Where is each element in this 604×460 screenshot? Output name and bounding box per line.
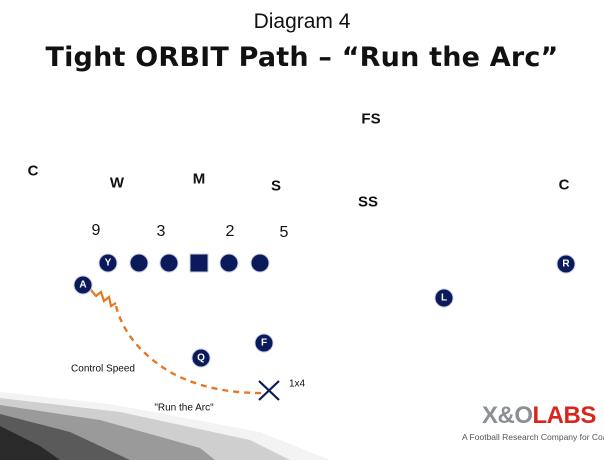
strong-safety-label: SS xyxy=(357,193,379,211)
mike-linebacker-label: M xyxy=(192,170,206,188)
run-the-arc-note: "Run the Arc" xyxy=(154,402,214,414)
player-a: A xyxy=(73,275,93,295)
player-q-letter: Q xyxy=(197,352,205,364)
diagram-subtitle: Tight ORBIT Path – “Run the Arc” xyxy=(45,42,559,73)
player-r-letter: R xyxy=(562,258,570,270)
logo-tagline: A Football Research Company for Coaches xyxy=(462,432,604,442)
lineman-circle xyxy=(219,253,239,273)
player-f-letter: F xyxy=(260,337,268,349)
player-y-letter: Y xyxy=(104,257,112,269)
diagram-title: Diagram 4 xyxy=(253,10,351,33)
technique-9-label: 9 xyxy=(91,222,101,239)
will-linebacker-label: W xyxy=(109,174,125,192)
block-x-mark xyxy=(258,380,280,401)
block-mark-label: 1x4 xyxy=(288,378,306,390)
left-corner-label: C xyxy=(27,162,39,180)
logo-wordmark-right: LABS xyxy=(532,402,597,429)
control-speed-route xyxy=(89,288,117,308)
run-the-arc-route xyxy=(114,305,267,395)
player-l: L xyxy=(434,288,454,308)
player-l-letter: L xyxy=(440,292,448,304)
logo-wordmark: X&OLABS xyxy=(482,402,596,430)
lineman-circle xyxy=(250,253,270,273)
player-q: Q xyxy=(191,348,211,368)
player-f: F xyxy=(254,333,274,353)
player-r: R xyxy=(556,254,576,274)
right-corner-label: C xyxy=(558,176,570,194)
control-speed-note: Control Speed xyxy=(71,363,135,375)
player-y: Y xyxy=(98,253,118,273)
technique-5-label: 5 xyxy=(279,224,289,241)
xo-labs-logo: X&OLABS A Football Research Company for … xyxy=(462,402,604,456)
center-square xyxy=(189,253,209,273)
sam-linebacker-label: S xyxy=(270,177,282,195)
lineman-circle xyxy=(129,253,149,273)
technique-3-label: 3 xyxy=(156,223,166,240)
logo-wordmark-left: X&O xyxy=(482,402,533,429)
free-safety-label: FS xyxy=(361,110,381,128)
player-a-letter: A xyxy=(79,279,87,291)
corner-stripe-decoration xyxy=(0,392,330,460)
lineman-circle xyxy=(159,253,179,273)
technique-2-label: 2 xyxy=(225,223,235,240)
